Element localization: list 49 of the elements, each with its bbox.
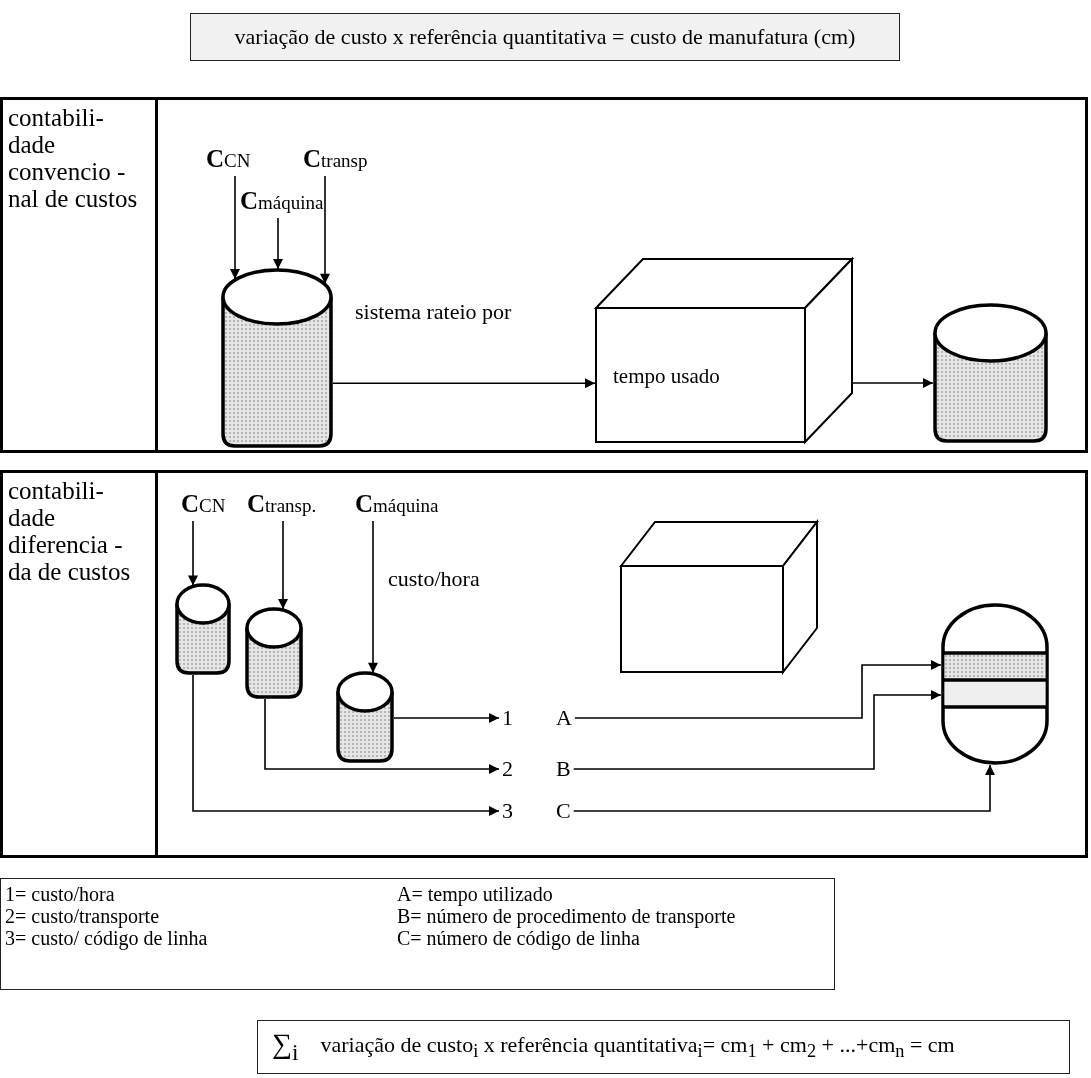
panel-heading: contabili- dade diferencia - da de custos	[3, 473, 158, 855]
key-entry: A= tempo utilizado	[397, 883, 554, 905]
arrow	[192, 674, 500, 816]
symbol-label: CCN	[206, 144, 251, 176]
cylinder	[175, 583, 231, 675]
arrow	[852, 378, 934, 388]
arrow	[230, 175, 240, 280]
arrow	[273, 217, 283, 270]
arrow	[264, 698, 500, 774]
cylinder	[933, 303, 1048, 443]
formula-box	[190, 13, 900, 61]
symbol-label: Ctransp	[303, 144, 368, 176]
panel-heading: contabili- dade convencio -nal de custos	[3, 100, 158, 450]
arrow	[572, 764, 995, 812]
arrow	[278, 520, 288, 610]
arrow	[572, 690, 942, 770]
flow-label: B	[553, 755, 574, 783]
formula-text: variação de custo$_{i}$ x referência quantitativa$_{i}$= cm$_{1}$ + cm$_{2}$ + ...+cm$_{n}$ = cm	[320, 1031, 955, 1063]
arrow	[188, 520, 198, 587]
sum-symbol: ∑$_{i}$	[272, 1028, 299, 1066]
arrow	[332, 378, 596, 389]
key-entry: C= número de código de linha	[397, 927, 641, 949]
cylinder	[221, 268, 333, 448]
flow-label: C	[553, 797, 574, 825]
symbol-label: Ctransp.	[247, 489, 317, 521]
panel	[0, 470, 1088, 858]
flow-label: 3	[499, 797, 516, 825]
key-entry: 3= custo/ código de linha	[5, 927, 209, 949]
key-entry: 1= custo/hora	[5, 883, 116, 905]
cube-label: tempo usado	[613, 363, 721, 389]
symbol-label: CCN	[181, 489, 226, 521]
key-entry: B= número de procedimento de transporte	[397, 905, 737, 927]
note-label: custo/hora	[388, 566, 480, 592]
flow-label: 2	[499, 755, 516, 783]
arrow	[393, 713, 500, 723]
arrow	[574, 660, 942, 719]
arrow	[368, 520, 378, 674]
cylinder	[245, 607, 303, 699]
cylinder	[336, 671, 394, 763]
formula-box	[257, 1020, 1070, 1074]
symbol-label: Cmáquina	[240, 186, 324, 218]
symbol-label: Cmáquina	[355, 489, 439, 521]
key-box	[0, 878, 835, 990]
arrow	[320, 175, 330, 285]
flow-label: 1	[499, 704, 516, 732]
key-entry: 2= custo/transporte	[5, 905, 161, 927]
flow-label: A	[553, 704, 575, 732]
panel	[0, 97, 1088, 453]
formula-text: variação de custo x referência quantitativa = custo de manufatura (cm)	[234, 24, 856, 50]
